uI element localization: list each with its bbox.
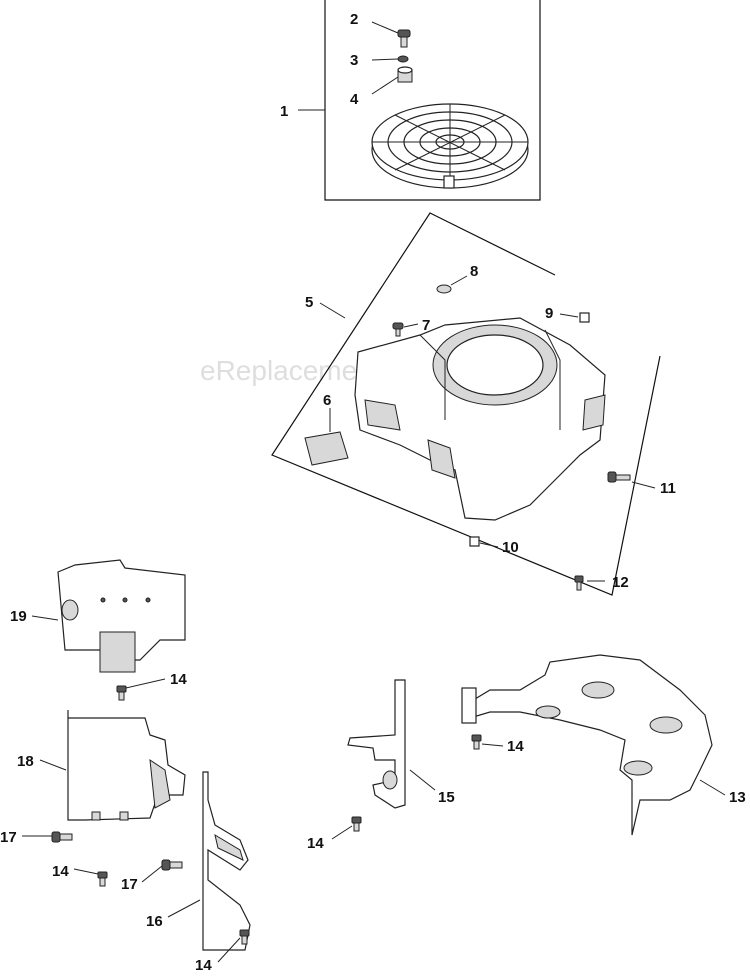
cylinder-baffle-18: [67, 710, 186, 821]
screw-17b: [161, 859, 183, 871]
callout-18: 18: [17, 753, 34, 770]
baffle-6: [304, 431, 349, 466]
callout-19: 19: [10, 608, 27, 625]
plug-8: [436, 284, 452, 294]
callout-17-b: 17: [121, 876, 138, 893]
screw-14d: [351, 816, 362, 832]
grass-screen-kit-group: [324, 0, 541, 201]
cylinder-baffle-19: [57, 559, 186, 673]
callout-13: 13: [729, 789, 746, 806]
screw-14b: [97, 871, 108, 887]
callout-15: 15: [438, 789, 455, 806]
callout-8: 8: [470, 263, 478, 280]
callout-12: 12: [612, 574, 629, 591]
kit-frame: [324, 0, 541, 201]
callout-16: 16: [146, 913, 163, 930]
grass-screen: [371, 103, 529, 189]
housing-frame: [271, 212, 661, 596]
bracket-15: [347, 679, 406, 809]
screw-11: [607, 471, 631, 483]
screw-12: [574, 575, 584, 591]
callout-14-b: 14: [52, 863, 69, 880]
screw-14c: [471, 734, 482, 750]
screw-14e: [239, 929, 250, 945]
screw-14a: [116, 685, 127, 701]
washer-3: [397, 55, 409, 63]
screw-7: [392, 322, 404, 337]
blower-housing-group: [271, 212, 661, 596]
callout-9: 9: [545, 305, 553, 322]
callout-14-c: 14: [507, 738, 524, 755]
callout-5: 5: [305, 294, 313, 311]
callout-14-e: 14: [195, 957, 212, 974]
screw-2: [397, 29, 411, 48]
callout-11: 11: [660, 480, 676, 497]
callout-3: 3: [350, 52, 358, 69]
spacer-4: [397, 66, 413, 83]
callout-1: 1: [280, 103, 288, 120]
blower-housing: [354, 317, 606, 521]
leader-lines: [22, 21, 726, 963]
bracket-16: [202, 771, 251, 951]
callout-10: 10: [502, 539, 519, 556]
clip-9: [579, 312, 590, 323]
callout-7: 7: [422, 317, 430, 334]
screw-17a: [51, 831, 73, 843]
callout-4: 4: [350, 91, 359, 108]
callout-2: 2: [350, 11, 358, 28]
callout-6: 6: [323, 392, 331, 409]
callout-14-d: 14: [307, 835, 324, 852]
shroud-13: [461, 654, 713, 836]
callouts: 1 2 3 4 5 6 7 8 9 10 11 12 13 14 14 14 1…: [0, 11, 746, 974]
callout-17-a: 17: [0, 829, 17, 846]
callout-14-a: 14: [170, 671, 187, 688]
clip-10: [469, 536, 480, 547]
